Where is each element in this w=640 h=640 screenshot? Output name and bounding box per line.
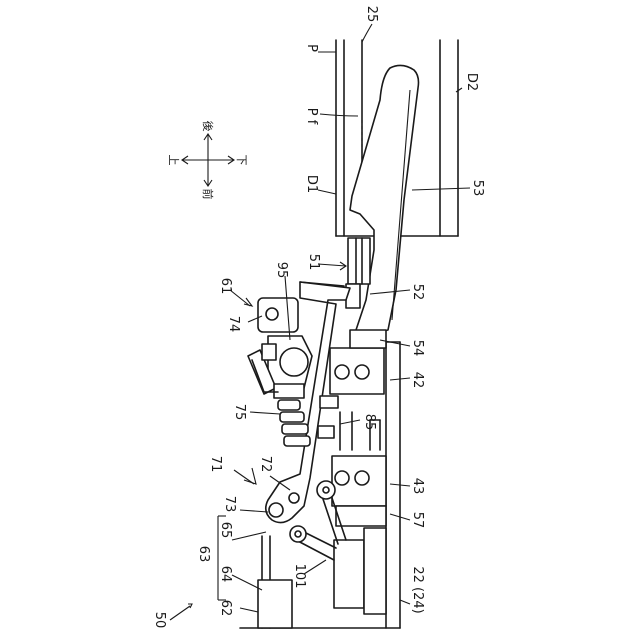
label-101: 101 bbox=[292, 564, 307, 589]
label-D1: D1 bbox=[304, 175, 319, 193]
label-50: 50 bbox=[152, 612, 167, 629]
block-101 bbox=[334, 528, 386, 614]
label-43: 43 bbox=[410, 478, 425, 495]
label-52: 52 bbox=[410, 284, 425, 301]
mechanism-61 bbox=[248, 298, 312, 398]
label-72: 72 bbox=[258, 456, 273, 473]
leader-lines bbox=[170, 24, 470, 620]
label-57: 57 bbox=[410, 512, 425, 529]
block-62 bbox=[258, 580, 292, 628]
label-64: 64 bbox=[218, 566, 233, 583]
label-85: 85 bbox=[362, 414, 377, 431]
label-61: 61 bbox=[218, 278, 233, 295]
label-63: 63 bbox=[196, 546, 211, 563]
direction-rear: 後 bbox=[201, 121, 215, 132]
label-75: 75 bbox=[232, 404, 247, 421]
label-53: 53 bbox=[470, 180, 485, 197]
label-51: 51 bbox=[306, 254, 321, 271]
label-95: 95 bbox=[274, 262, 289, 279]
label-Pf: P f bbox=[304, 108, 319, 125]
label-D2: D2 bbox=[464, 73, 479, 91]
label-62: 62 bbox=[218, 600, 233, 617]
block-43 bbox=[332, 456, 386, 526]
direction-front: 前 bbox=[201, 189, 215, 200]
direction-down: 下 bbox=[235, 155, 248, 166]
label-65: 65 bbox=[218, 522, 233, 539]
direction-up: 上 bbox=[167, 155, 180, 166]
label-73: 73 bbox=[222, 496, 237, 513]
direction-indicator: 後 前 上 下 bbox=[167, 121, 248, 200]
label-54: 54 bbox=[410, 340, 425, 357]
label-22-24: 22 (24) bbox=[410, 566, 425, 613]
label-25: 25 bbox=[364, 6, 379, 23]
block-42 bbox=[330, 330, 386, 394]
label-P: P bbox=[304, 44, 319, 52]
label-74: 74 bbox=[226, 316, 241, 333]
label-71: 71 bbox=[208, 456, 223, 473]
label-42: 42 bbox=[410, 372, 425, 389]
reference-labels: 50 62 64 63 65 101 73 72 71 75 74 61 95 … bbox=[152, 6, 485, 629]
